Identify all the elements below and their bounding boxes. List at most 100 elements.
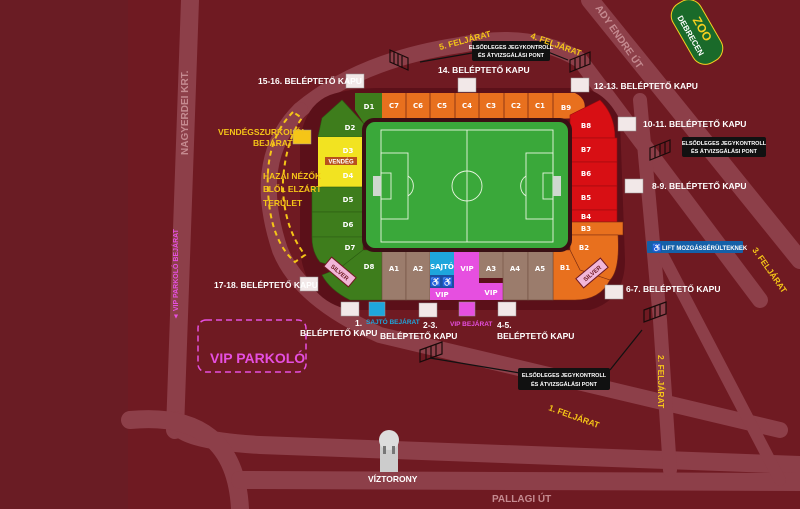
checkpoint-right: ELSŐDLEGES JEGYKONTROLL ÉS ÁTVIZSGÁLÁSI … xyxy=(682,137,767,157)
label-D6: D6 xyxy=(343,221,354,229)
stand-east: B8 B7 B6 B5 B4 B3 B2 B1 SILVER xyxy=(552,99,624,301)
closed-area-outline xyxy=(266,110,307,264)
section-C2[interactable]: C2 xyxy=(511,102,521,110)
barrier-icon xyxy=(569,51,591,73)
door-icon[interactable] xyxy=(299,276,319,292)
label-D7: D7 xyxy=(345,244,356,252)
section-C1[interactable]: C1 xyxy=(535,102,545,110)
section-C5[interactable]: C5 xyxy=(437,102,447,110)
section-C3[interactable]: C3 xyxy=(486,102,496,110)
gate-8-9-label: 8-9. BELÉPTETŐ KAPU xyxy=(652,180,746,191)
barrier-icon xyxy=(643,301,667,323)
section-vip-small-left[interactable] xyxy=(430,288,454,300)
stand-south: ♿ ♿ A1 A2 SAJTÓ VIP A3 A4 A5 VIP VIP xyxy=(381,249,554,301)
label-B8: B8 xyxy=(581,122,591,130)
gate-14-label: 14. BELÉPTETŐ KAPU xyxy=(438,64,530,75)
label-A4: A4 xyxy=(510,265,520,273)
label-D1: D1 xyxy=(364,103,375,111)
stand-west: D1 D2 D3 VENDÉG D4 D5 D6 D7 D8 SILVER xyxy=(311,93,383,301)
label-B3: B3 xyxy=(581,225,591,233)
vip-parking-entrance-label: ◄ VIP PARKOLÓ BEJÁRAT xyxy=(171,228,180,320)
section-B7[interactable] xyxy=(569,137,618,163)
label-A1: A1 xyxy=(389,265,399,273)
goal-left xyxy=(373,176,381,196)
section-B9-label: B9 xyxy=(561,104,571,112)
road-north-ring xyxy=(292,32,768,308)
door-icon[interactable] xyxy=(570,77,590,93)
section-D1[interactable] xyxy=(355,93,382,125)
door-icon[interactable] xyxy=(345,73,365,89)
label-D8: D8 xyxy=(364,263,375,271)
goal-right xyxy=(553,176,561,196)
gate-15-16-label: 15-16. BELÉPTETŐ KAPU xyxy=(258,75,362,86)
closed-area-label-1: HAZAI NÉZŐK xyxy=(263,170,322,181)
label-vip-small-left: VIP xyxy=(435,291,448,299)
vip-entrance-label: VIP BEJÁRAT xyxy=(450,319,492,328)
door-icon[interactable] xyxy=(340,301,360,317)
roads xyxy=(121,0,800,509)
label-vip: VIP xyxy=(460,265,473,273)
ramp-2-label[interactable]: 2. FELJÁRAT xyxy=(656,355,666,409)
section-vip-small-right[interactable] xyxy=(479,283,503,300)
section-C7[interactable]: C7 xyxy=(389,102,399,110)
section-A4[interactable] xyxy=(502,249,529,301)
barrier-icon xyxy=(649,139,671,161)
label-D4: D4 xyxy=(343,172,354,180)
section-A5[interactable] xyxy=(527,249,554,301)
section-D6[interactable] xyxy=(311,211,364,238)
left-margin xyxy=(0,0,128,509)
gate-1-label: BELÉPTETŐ KAPU xyxy=(300,327,377,338)
section-D5[interactable] xyxy=(311,186,364,213)
section-press[interactable] xyxy=(430,250,454,275)
label-press: SAJTÓ xyxy=(430,262,454,271)
section-B4[interactable] xyxy=(569,209,618,223)
section-A3[interactable] xyxy=(479,250,503,278)
label-A3: A3 xyxy=(486,265,496,273)
checkpoint-line1: ELSŐDLEGES JEGYKONTROLL xyxy=(469,44,554,51)
section-B6[interactable] xyxy=(569,161,618,187)
label-B1: B1 xyxy=(560,264,570,272)
section-A2[interactable] xyxy=(405,249,431,301)
checkpoint-arrows xyxy=(419,51,643,374)
press-door-icon[interactable] xyxy=(368,301,386,317)
football-pitch xyxy=(362,118,572,252)
door-icon[interactable] xyxy=(617,116,637,132)
road-east xyxy=(633,93,677,477)
section-B3[interactable] xyxy=(569,221,624,236)
door-icon[interactable] xyxy=(604,284,624,300)
section-C4[interactable]: C4 xyxy=(462,102,472,110)
gate-4-5-number: 4-5. xyxy=(497,320,512,330)
door-icon[interactable] xyxy=(624,178,644,194)
gate-2-3-label: BELÉPTETŐ KAPU xyxy=(380,330,457,341)
section-vip[interactable] xyxy=(454,250,479,300)
section-A1[interactable] xyxy=(381,249,407,301)
gate-icons xyxy=(292,73,644,318)
gate-4-5-label: BELÉPTETŐ KAPU xyxy=(497,330,574,341)
wheelchair-icon: ♿ xyxy=(430,276,441,287)
label-B6: B6 xyxy=(581,170,591,178)
road-nagyerdei xyxy=(166,0,199,439)
vip-parking-outline xyxy=(197,319,307,373)
checkpoint-top: ELSŐDLEGES JEGYKONTROLL ÉS ÁTVIZSGÁLÁSI … xyxy=(469,41,554,61)
gate-12-13-label: 12-13. BELÉPTETŐ KAPU xyxy=(594,80,698,91)
label-A5: A5 xyxy=(535,265,545,273)
section-C6[interactable]: C6 xyxy=(413,102,423,110)
street-nagyerdei: NAGYERDEI KRT. xyxy=(180,70,191,155)
checkpoint-line2: ÉS ÁTVIZSGÁLÁSI PONT xyxy=(691,147,758,155)
door-icon[interactable] xyxy=(497,301,517,317)
checkpoint-bottom: ELSŐDLEGES JEGYKONTROLL ÉS ÁTVIZSGÁLÁSI … xyxy=(518,368,610,390)
road-west-ring xyxy=(260,102,788,438)
closed-area-label-3: TERÜLET xyxy=(263,198,303,208)
guest-door-icon[interactable] xyxy=(292,129,312,145)
vip-door-icon[interactable] xyxy=(458,301,476,317)
water-tower-label: VÍZTORONY xyxy=(368,474,418,484)
wheelchair-icon: ♿ xyxy=(652,243,662,253)
lift-text: LIFT MOZGÁSSÉRÜLTEKNEK xyxy=(662,244,748,252)
door-icon[interactable] xyxy=(418,302,438,318)
wheelchair-icon: ♿ xyxy=(442,276,453,287)
barrier-icons xyxy=(389,49,671,363)
door-icon[interactable] xyxy=(457,77,477,93)
checkpoint-line1: ELSŐDLEGES JEGYKONTROLL xyxy=(522,372,607,379)
section-B5[interactable] xyxy=(569,185,618,211)
